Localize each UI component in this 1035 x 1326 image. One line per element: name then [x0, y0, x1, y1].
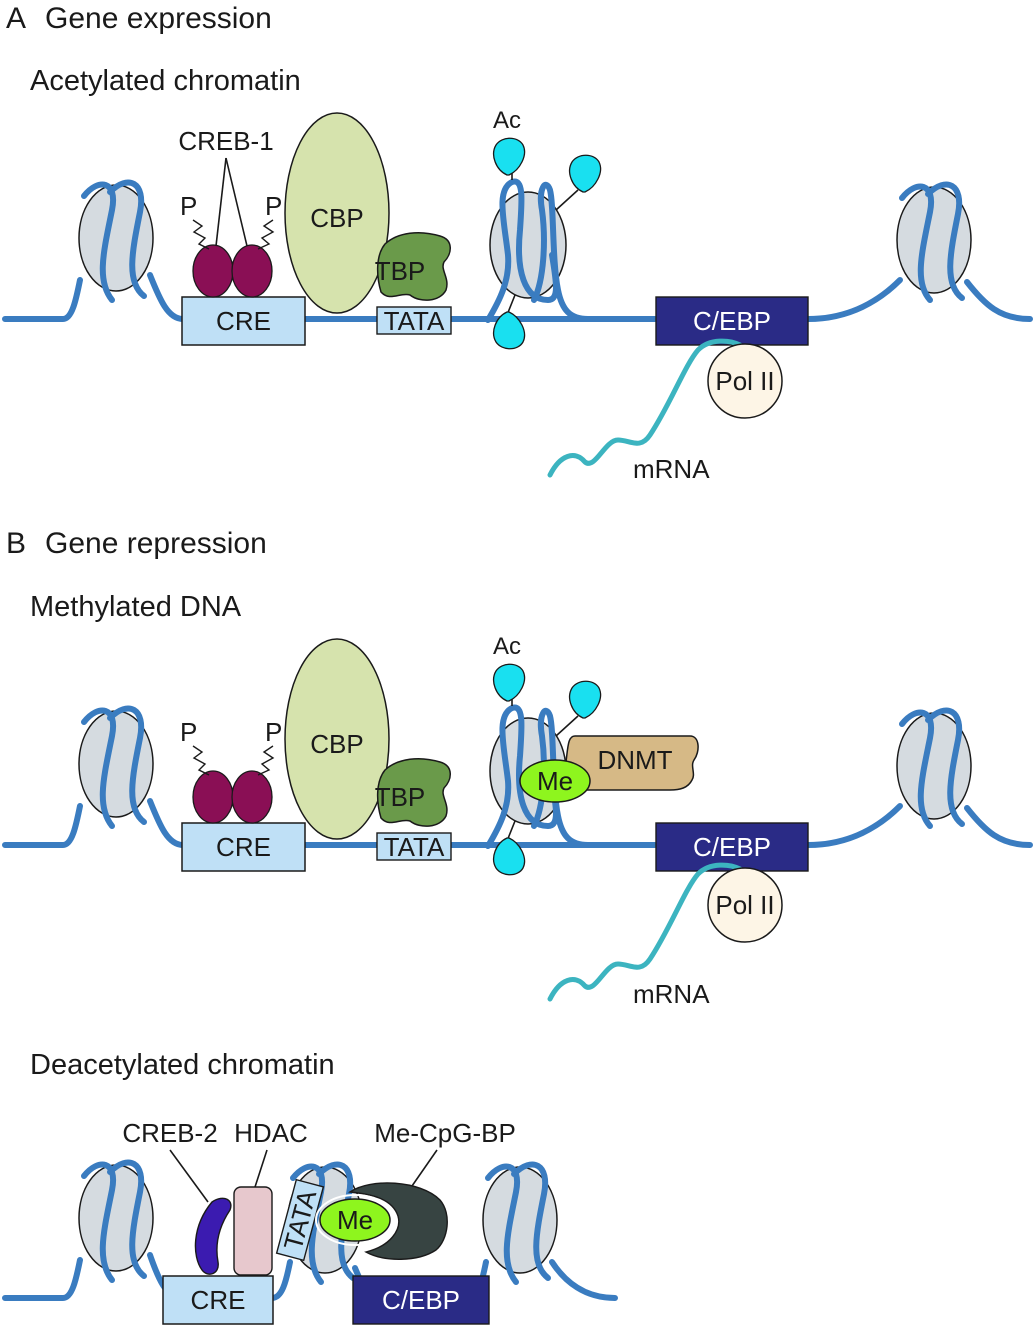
tata-label: TATA	[384, 832, 445, 862]
mrna-label: mRNA	[633, 454, 710, 484]
nucleosome	[78, 179, 154, 303]
nucleosome	[896, 181, 972, 303]
tata-box	[376, 306, 452, 335]
creb1-subunit	[231, 244, 273, 298]
hdac-label: HDAC	[234, 1118, 308, 1148]
panel-a: A Gene expression Acetylated chromatin A…	[2, 2, 1033, 484]
methyl-group	[319, 1198, 391, 1242]
nucleosome-acetylated: Ac	[485, 107, 602, 350]
nucleosome	[78, 705, 154, 829]
panel-b-title: Gene repression	[45, 527, 267, 560]
cebp-box	[655, 296, 809, 346]
cebp-label: C/EBP	[693, 832, 771, 862]
pol2-enzyme	[707, 867, 783, 943]
mrna-strand	[547, 338, 743, 478]
pol2-enzyme	[707, 343, 783, 419]
acetyl-group	[568, 154, 602, 193]
cbp-protein	[284, 112, 390, 314]
pol2-label: Pol II	[715, 366, 774, 396]
creb1-subunit	[192, 244, 234, 298]
mecpgbp-protein	[348, 1182, 448, 1260]
creb2-label: CREB-2	[122, 1118, 217, 1148]
ac-label: Ac	[493, 633, 521, 660]
mrna-strand	[547, 862, 743, 1002]
panel-a-subtitle: Acetylated chromatin	[30, 65, 301, 97]
nucleosome	[896, 707, 972, 829]
cre-box	[181, 822, 306, 872]
mrna-label: mRNA	[633, 979, 710, 1009]
cre-label: CRE	[216, 832, 271, 862]
panel-a-title: Gene expression	[45, 2, 272, 35]
acetyl-group	[492, 137, 526, 176]
panel-c-subtitle: Deacetylated chromatin	[30, 1049, 335, 1081]
pol2-label: Pol II	[715, 890, 774, 920]
nucleosome	[78, 1159, 154, 1283]
creb1-label: CREB-1	[178, 126, 273, 156]
creb1-subunit	[192, 770, 234, 824]
panel-b: B Gene repression Methylated DNA Ac DNMT…	[2, 527, 1033, 1009]
cebp-box	[655, 822, 809, 872]
cebp-label: C/EBP	[382, 1285, 460, 1315]
acetyl-group	[568, 680, 602, 719]
creb1-subunit	[231, 770, 273, 824]
cre-label: CRE	[216, 306, 271, 336]
cre-box	[162, 1275, 274, 1325]
acetyl-group	[492, 311, 526, 350]
acetyl-group	[492, 663, 526, 702]
tbp-label: TBP	[375, 256, 426, 286]
phosphate-label: P	[180, 191, 197, 221]
panel-b-letter: B	[6, 527, 26, 560]
dnmt-protein	[564, 735, 699, 791]
dna-strand	[2, 272, 1033, 322]
hdac-protein	[233, 1186, 273, 1276]
cbp-label: CBP	[310, 729, 363, 759]
methyl-group	[519, 759, 591, 803]
dnmt-label: DNMT	[597, 745, 672, 775]
phosphate-label: P	[180, 717, 197, 747]
panel-b-subtitle: Methylated DNA	[30, 591, 242, 623]
tbp-label: TBP	[375, 782, 426, 812]
nucleosome	[482, 1161, 558, 1285]
ac-label: Ac	[493, 107, 521, 134]
me-label: Me	[337, 1205, 373, 1235]
mecpgbp-label: Me-CpG-BP	[374, 1118, 516, 1148]
phosphate-label: P	[265, 191, 282, 221]
cebp-box	[352, 1275, 490, 1325]
cbp-label: CBP	[310, 203, 363, 233]
cebp-label: C/EBP	[693, 306, 771, 336]
phosphate-label: P	[265, 717, 282, 747]
me-label: Me	[537, 766, 573, 796]
cbp-protein	[284, 638, 390, 840]
panel-a-letter: A	[6, 2, 26, 35]
creb2-protein	[194, 1197, 232, 1275]
tata-box	[376, 832, 452, 861]
tbp-protein	[376, 757, 451, 827]
acetyl-group	[492, 837, 526, 876]
tbp-protein	[376, 231, 451, 301]
tata-label: TATA	[384, 306, 445, 336]
cre-label: CRE	[191, 1285, 246, 1315]
cre-box	[181, 296, 306, 346]
panel-deacetylated: Deacetylated chromatin CRE C/EBP CREB-2	[2, 1049, 618, 1325]
dna-strand	[2, 798, 1033, 848]
